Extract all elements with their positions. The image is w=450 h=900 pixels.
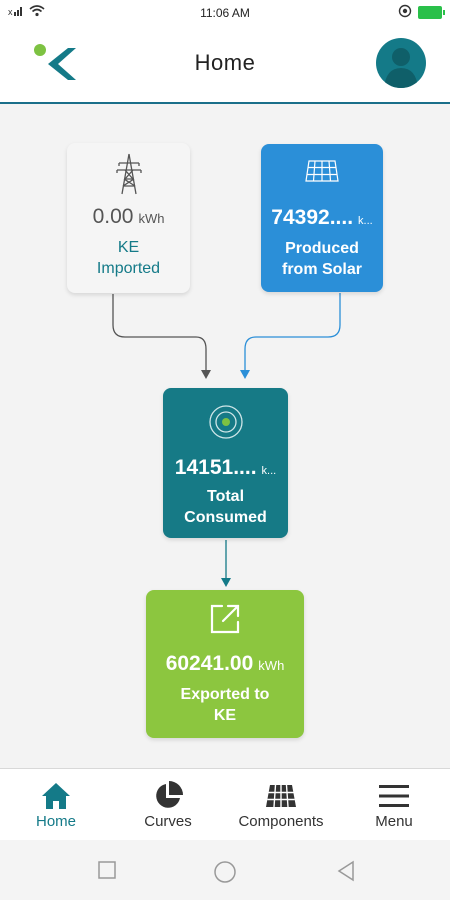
status-left: x: [8, 5, 45, 20]
hamburger-menu-icon: [338, 779, 450, 813]
circle-icon: [214, 861, 236, 883]
solar-unit: k...: [358, 215, 373, 227]
app-logo[interactable]: [32, 42, 82, 84]
status-right: [398, 4, 445, 21]
radar-target-icon: [163, 404, 288, 440]
external-link-icon: [146, 602, 304, 636]
exported-card[interactable]: 60241.00 kWh Exported to KE: [146, 590, 304, 738]
consumed-unit: k...: [261, 465, 277, 477]
home-icon: [0, 779, 112, 813]
solar-value: 74392....: [271, 206, 354, 229]
recent-apps-button[interactable]: [97, 860, 117, 885]
ke-imported-card[interactable]: 0.00 kWh KE Imported: [67, 143, 190, 293]
consumed-label-text: Total Consumed: [184, 488, 267, 526]
nav-curves[interactable]: Curves: [112, 779, 224, 830]
triangle-back-icon: [337, 860, 354, 882]
battery-icon: [418, 6, 445, 19]
ke-imported-label: KE Imported: [67, 237, 190, 279]
ke-imported-value: 0.00: [92, 205, 134, 228]
solar-grid-icon: [225, 779, 337, 813]
consumed-label: Total Consumed: [163, 486, 288, 528]
svg-text:x: x: [8, 7, 13, 17]
exported-unit: kWh: [258, 658, 285, 673]
exported-value: 60241.00: [165, 652, 254, 675]
square-icon: [98, 861, 116, 879]
nav-components-label: Components: [238, 813, 324, 830]
solar-value-row: 74392.... k...: [261, 206, 383, 230]
imported-connector: [112, 294, 207, 374]
solar-connector: [244, 293, 341, 374]
nav-curves-label: Curves: [144, 813, 192, 830]
user-icon: [384, 48, 418, 88]
solar-label: Produced from Solar: [261, 238, 383, 280]
pie-chart-icon: [112, 779, 224, 813]
consumed-value: 14151....: [174, 456, 257, 479]
nav-components[interactable]: Components: [225, 779, 337, 830]
ke-imported-unit: kWh: [138, 211, 165, 226]
solar-label-text: Produced from Solar: [281, 240, 362, 278]
transmission-tower-icon: [67, 153, 190, 195]
nav-home-label: Home: [35, 813, 76, 830]
exported-label: Exported to KE: [146, 684, 304, 726]
consumed-value-row: 14151.... k...: [163, 456, 288, 480]
exported-value-row: 60241.00 kWh: [146, 652, 304, 676]
ke-imported-value-row: 0.00 kWh: [67, 205, 190, 229]
status-bar: x 11:06 AM: [0, 0, 450, 26]
status-time: 11:06 AM: [200, 6, 250, 20]
app-header: Home: [0, 26, 450, 104]
back-button[interactable]: [336, 860, 356, 887]
total-consumed-card[interactable]: 14151.... k... Total Consumed: [163, 388, 288, 538]
solar-produced-card[interactable]: 74392.... k... Produced from Solar: [261, 144, 383, 292]
nav-menu[interactable]: Menu: [338, 779, 450, 830]
system-nav: [0, 840, 450, 900]
signal-icon: x: [8, 5, 24, 20]
location-icon: [398, 4, 412, 21]
nav-home[interactable]: Home: [0, 779, 112, 830]
solar-panel-icon: [261, 158, 383, 184]
avatar[interactable]: [376, 38, 426, 88]
nav-menu-label: Menu: [375, 813, 413, 830]
home-system-button[interactable]: [213, 860, 237, 889]
exported-label-text: Exported to KE: [180, 686, 270, 724]
bottom-nav: Home Curves Components: [0, 768, 450, 841]
page-title: Home: [194, 50, 256, 75]
ke-imported-label-text: KE Imported: [96, 239, 161, 277]
wifi-icon: [29, 5, 45, 20]
